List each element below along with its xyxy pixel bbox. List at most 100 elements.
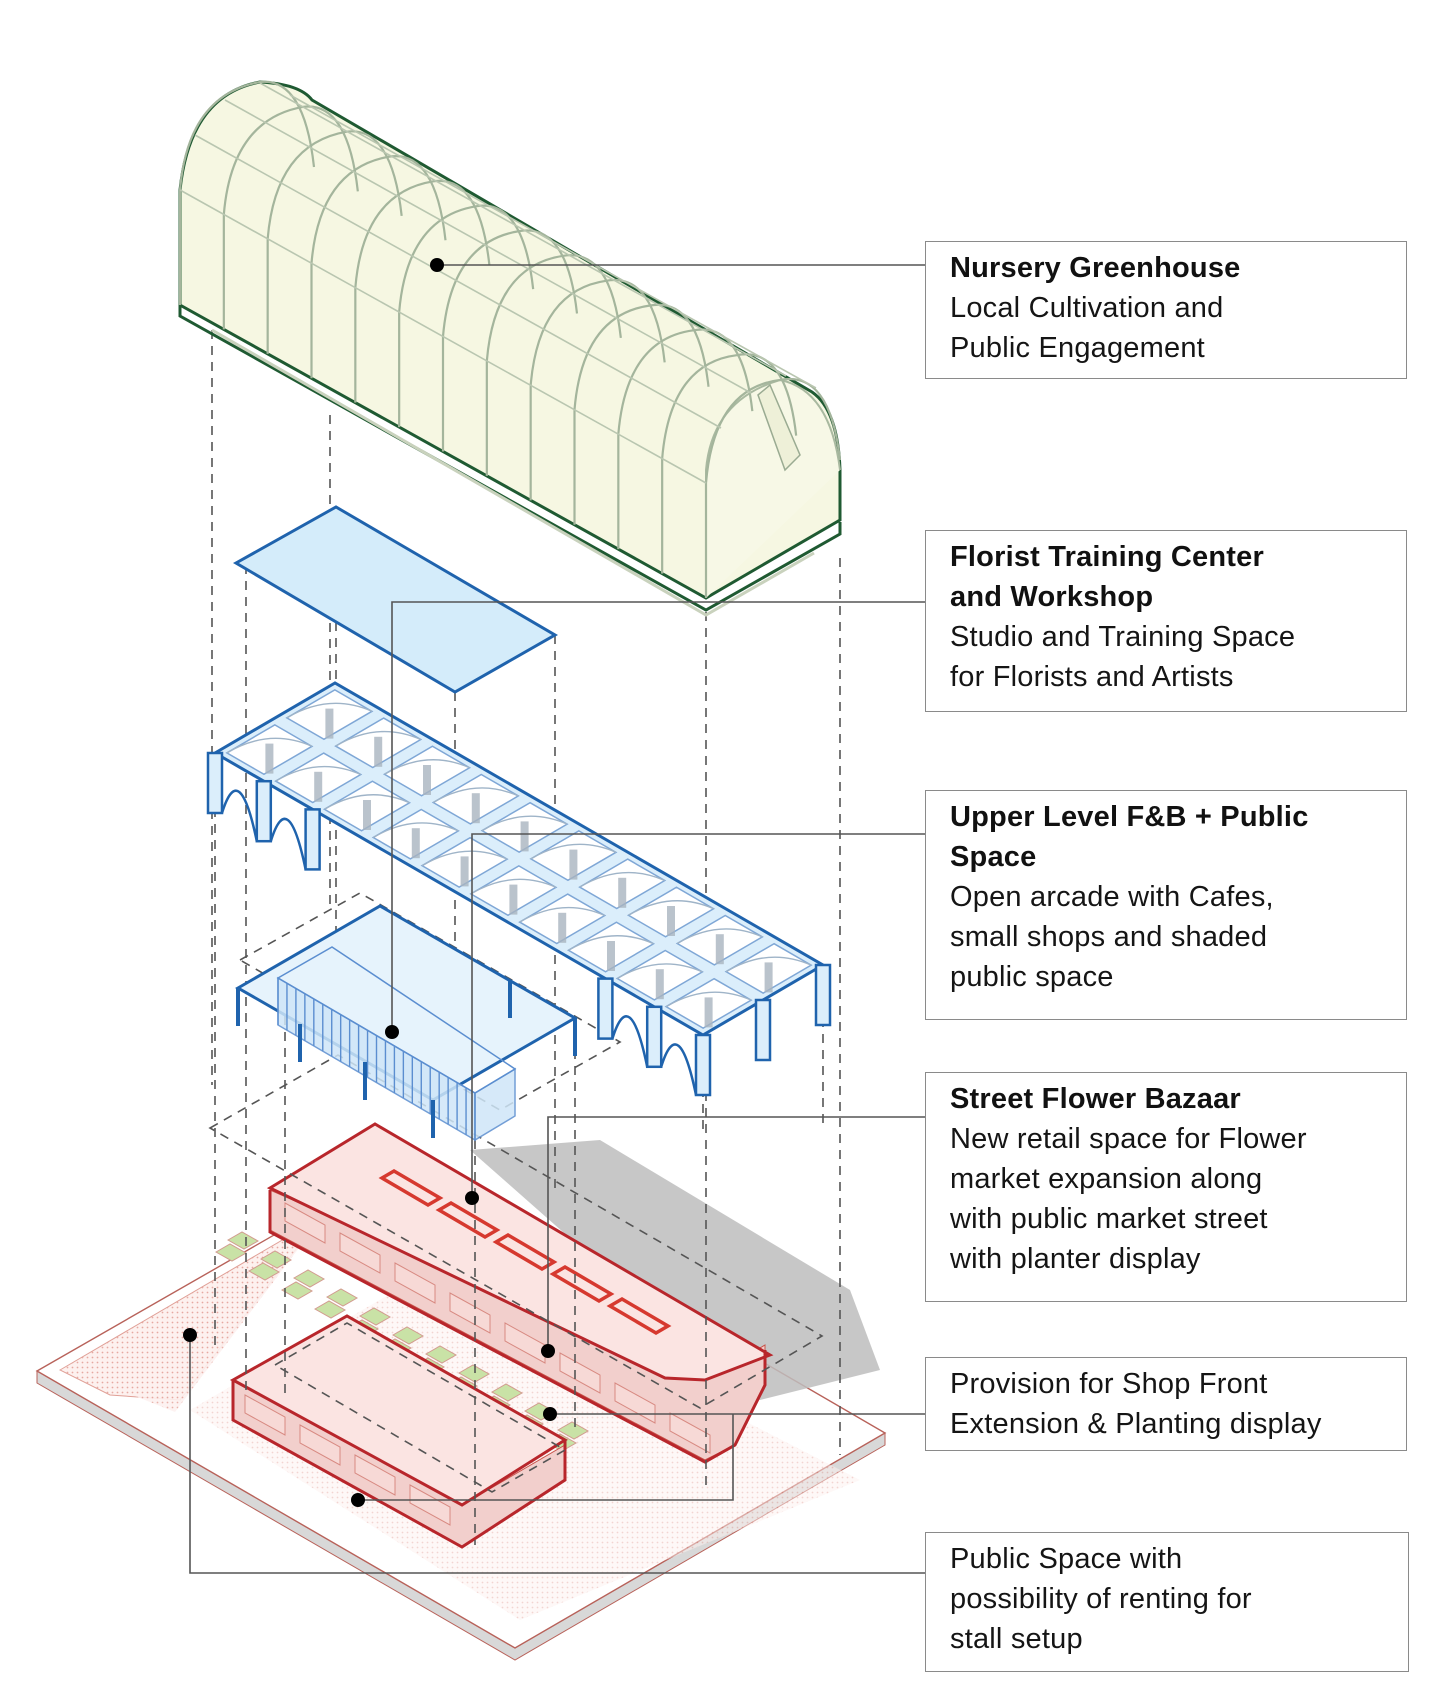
vault-arch xyxy=(530,843,617,860)
arcade-column xyxy=(754,998,772,1062)
leader-shopfront-front xyxy=(358,1414,734,1501)
vault-arch xyxy=(579,871,666,888)
greenhouse-rib xyxy=(310,155,447,379)
shop-canopy xyxy=(669,1412,711,1454)
label-public-space: Public Space with possibility of renting… xyxy=(925,1532,1409,1672)
planter xyxy=(556,1421,590,1440)
greenhouse-rib xyxy=(485,254,622,476)
planter xyxy=(424,1345,458,1364)
florist-training-center-roof-plate xyxy=(232,505,559,694)
label-title: Upper Level F&B + Public Space xyxy=(950,801,1309,873)
greenhouse-purlin xyxy=(259,82,787,377)
shop-canopy xyxy=(449,1292,491,1334)
greenhouse-purlins xyxy=(179,82,817,484)
arcade-columns xyxy=(206,751,832,1097)
label-upper-level-fnb: Upper Level F&B + Public Space Open arca… xyxy=(925,790,1407,1020)
vault-arch xyxy=(335,730,422,747)
leader-dots xyxy=(183,258,557,1507)
vault-column-shade xyxy=(618,877,627,908)
shop-canopy xyxy=(394,1262,436,1304)
greenhouse-rib xyxy=(704,377,842,598)
vault-arch xyxy=(286,702,373,719)
vault-column-shade xyxy=(607,941,615,971)
planter xyxy=(226,1231,260,1250)
upper-level-arcade xyxy=(206,681,832,1142)
projection-outline-front xyxy=(273,1322,567,1493)
roof-planter-box xyxy=(606,1296,672,1336)
arcade-arch xyxy=(269,817,307,870)
leader-dot xyxy=(541,1344,555,1358)
vault-arch xyxy=(324,794,410,810)
leader-florist xyxy=(391,601,925,1032)
planter xyxy=(259,1250,293,1269)
vault-column-shade xyxy=(704,997,713,1028)
bazaar-front-building-outline xyxy=(231,1381,567,1549)
vault-arch xyxy=(384,759,470,775)
shop-canopy xyxy=(244,1394,286,1436)
vault-column-shade xyxy=(471,793,480,824)
roof-planter-boxes xyxy=(378,1168,672,1336)
vault-column-shade xyxy=(325,708,334,739)
roof-planter-box xyxy=(492,1232,558,1272)
vault-column-shade xyxy=(520,821,529,852)
vault-arch xyxy=(226,737,313,754)
roof-planter-box xyxy=(435,1200,501,1240)
label-description: Public Space with possibility of renting… xyxy=(950,1543,1252,1655)
greenhouse-rib xyxy=(398,204,535,428)
greenhouse-vent-window xyxy=(757,383,801,472)
vault-arch xyxy=(372,822,459,839)
shop-canopy xyxy=(504,1322,546,1364)
vault-column-shade xyxy=(423,765,431,795)
greenhouse-rib xyxy=(617,328,754,550)
greenhouse-rib xyxy=(354,179,491,403)
vault-arch xyxy=(616,963,703,980)
leader-dot xyxy=(543,1407,557,1421)
vault-arch xyxy=(665,991,752,1008)
vault-column-shade xyxy=(655,969,664,1000)
shop-canopy xyxy=(354,1454,396,1496)
vault-arch xyxy=(470,878,557,895)
vault-column-shade xyxy=(314,771,323,802)
greenhouse-rib xyxy=(529,278,666,501)
nursery-greenhouse xyxy=(178,80,842,617)
arcade-arch xyxy=(220,789,259,842)
planter xyxy=(292,1269,326,1288)
label-description: Open arcade with Cafes, small shops and … xyxy=(950,881,1274,993)
planter xyxy=(490,1383,524,1402)
arcade-column xyxy=(645,1005,663,1069)
leader-dot xyxy=(465,1191,479,1205)
greenhouse-purlin xyxy=(289,94,817,389)
arcade-column xyxy=(255,779,273,843)
shop-canopy xyxy=(614,1382,656,1424)
street-flower-bazaar xyxy=(229,1122,880,1549)
label-nursery-greenhouse: Nursery Greenhouse Local Cultivation and… xyxy=(925,241,1407,379)
arcade-arch xyxy=(660,1043,698,1096)
shop-canopy xyxy=(339,1232,381,1274)
vault-arch xyxy=(725,956,812,973)
leader-bazaar xyxy=(547,1116,925,1351)
shop-canopy xyxy=(299,1424,341,1466)
projection-outline-bazaar xyxy=(208,1054,824,1409)
label-title: Florist Training Center and Workshop xyxy=(950,541,1264,613)
greenhouse-purlin xyxy=(179,189,707,484)
vault-column-shade xyxy=(374,736,383,767)
vault-arch xyxy=(421,850,508,867)
arcade-arch xyxy=(611,1015,649,1068)
greenhouse-rib xyxy=(178,80,316,305)
vault-column-shade xyxy=(715,934,724,965)
leader-dot xyxy=(183,1328,197,1342)
workshop-glass-top xyxy=(276,946,517,1094)
label-title: Nursery Greenhouse xyxy=(950,252,1241,284)
vault-arch xyxy=(628,900,714,916)
label-shop-front-extension: Provision for Shop Front Extension & Pla… xyxy=(925,1357,1407,1451)
plaza-hatch-left xyxy=(75,1240,305,1412)
vault-column-shade xyxy=(411,828,420,859)
vault-arch xyxy=(275,765,362,782)
vault-column-shade xyxy=(509,884,518,915)
roof-planter-box xyxy=(549,1264,615,1304)
front-canopies xyxy=(244,1394,451,1526)
vault-arch xyxy=(481,815,568,832)
arcade-column xyxy=(304,808,321,871)
greenhouse-base-plinth xyxy=(178,305,842,612)
